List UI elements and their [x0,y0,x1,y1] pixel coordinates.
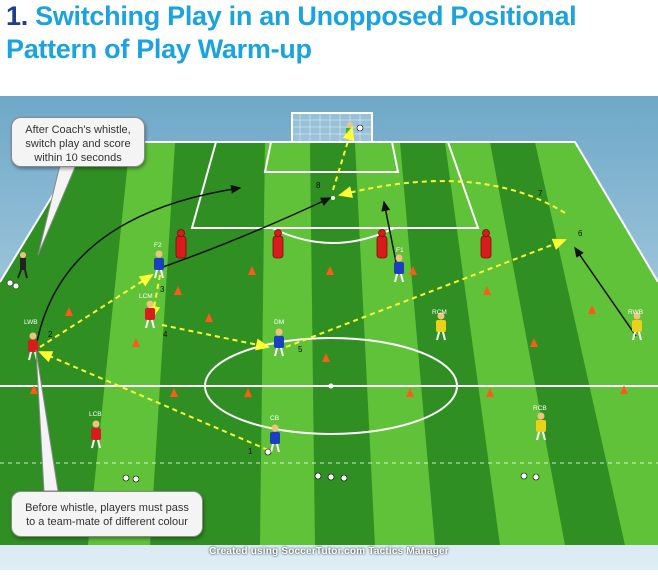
centre-spot [328,383,334,389]
step-number: 5 [298,345,303,354]
step-number: 8 [316,181,321,190]
player-dm: DM [274,319,284,357]
player-f1: F1 [394,247,404,283]
step-number: 4 [163,330,168,339]
player-label: RCB [533,405,547,412]
player-label: RWB [628,309,643,316]
player-label: CB [270,415,279,422]
pass-lines [38,126,567,451]
player-label: DM [274,319,284,326]
step-number: 6 [578,229,583,238]
spare-balls [122,472,540,483]
player-lwb: LWB [24,319,38,361]
cones [30,266,628,397]
player-rcm: RCM [432,309,447,341]
mannequins [175,229,492,259]
player-label: LCM [139,293,153,300]
penalty-spot [331,196,335,200]
player-label: F2 [154,242,162,249]
pitch-svg: 1 2 3 4 5 6 7 8 F2 F1 LCM DM LWB RCM [0,96,658,570]
player-f2: F2 [154,242,164,279]
player-lcm: LCM [139,293,155,329]
player-rcb: RCB [533,405,547,441]
instruction-note-top: After Coach's whistle, switch play and s… [11,117,145,167]
pitch-diagram: 1 2 3 4 5 6 7 8 F2 F1 LCM DM LWB RCM [0,96,658,570]
pitch-stripes [0,142,658,545]
step-number: 7 [538,189,543,198]
page-title: 1. Switching Play in an Unopposed Positi… [6,0,646,66]
step-numbers: 1 2 3 4 5 6 7 8 [48,181,583,456]
run-lines [35,184,637,348]
credit-text: Created using SoccerTutor.com Tactics Ma… [209,546,449,557]
player-label: F1 [396,247,404,254]
ball-in-goal [356,124,364,132]
centre-circle [204,337,458,435]
title-line-2: Pattern of Play Warm-up [6,34,312,64]
player-lcb: LCB [89,411,102,449]
player-rwb: RWB [628,309,643,341]
player-label: LCB [89,411,102,418]
player-label: RCM [432,309,447,316]
title-line-1: 1. Switching Play in an Unopposed Positi… [6,1,577,31]
step-number: 3 [160,285,165,294]
ball [264,448,272,456]
player-cb: CB [264,415,280,456]
player-label: LWB [24,319,38,326]
step-number: 2 [48,330,53,339]
instruction-note-bottom: Before whistle, players must pass to a t… [11,491,203,537]
step-number: 1 [248,447,253,456]
coach [17,252,28,279]
